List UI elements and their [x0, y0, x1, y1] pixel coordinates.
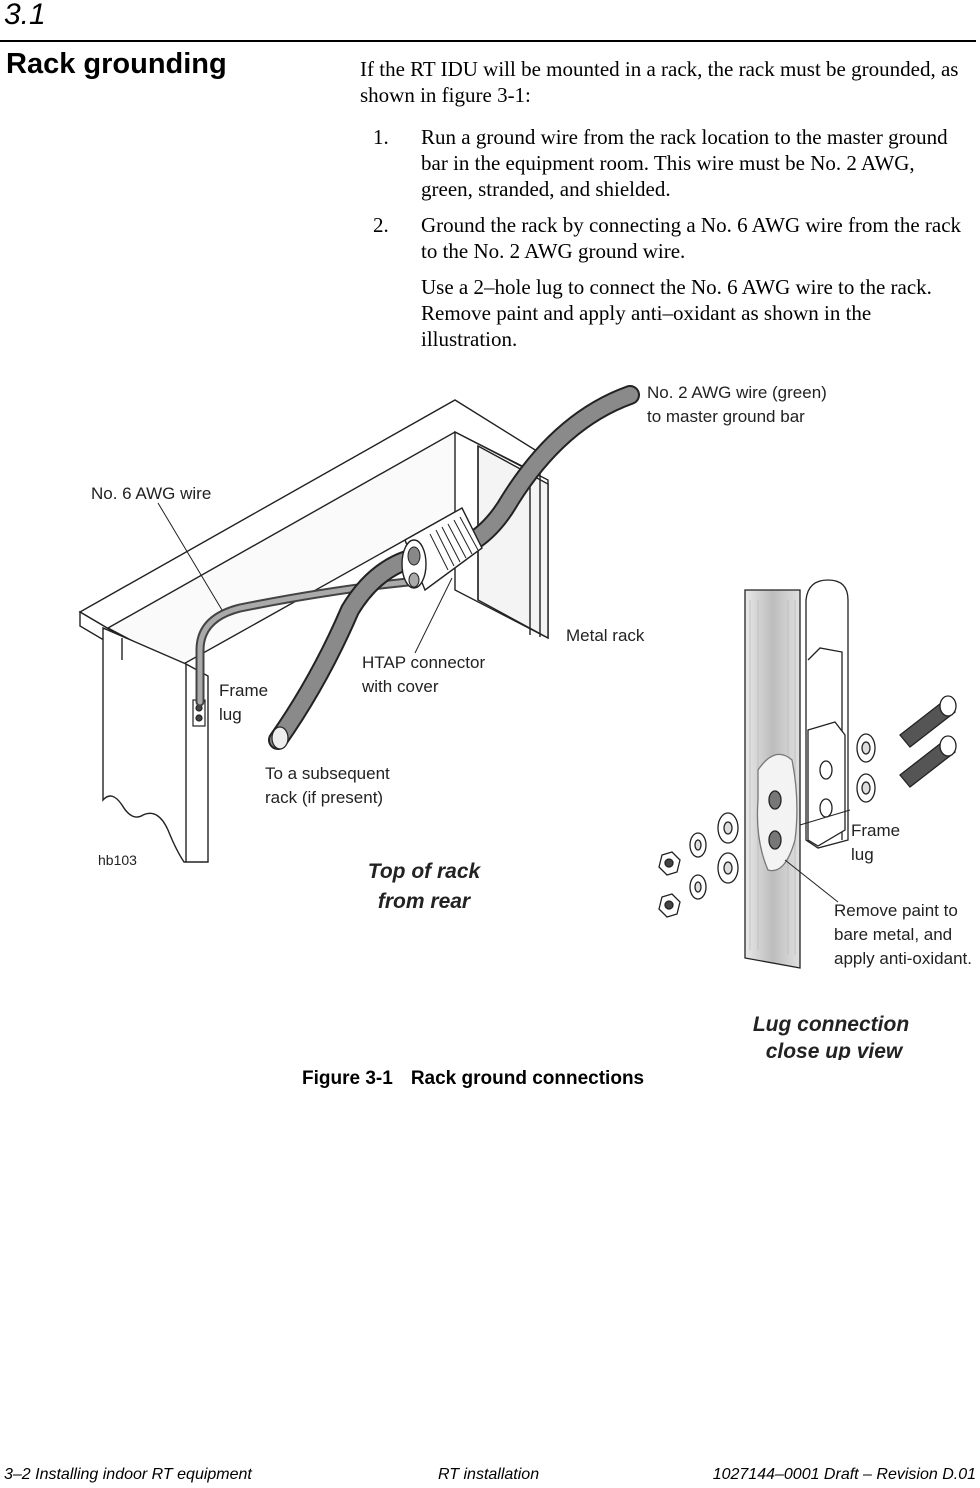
section-heading: Rack grounding — [6, 48, 227, 80]
label-metal-rack: Metal rack — [566, 626, 645, 645]
rack-ground-illustration: No. 2 AWG wire (green) to master ground … — [78, 383, 972, 1060]
closeup-drawing — [658, 579, 957, 969]
leader-lines — [157, 502, 453, 654]
label-subsequent-rack: To a subsequent — [265, 764, 390, 783]
step-text: Ground the rack by connecting a No. 6 AW… — [421, 213, 962, 263]
label-remove-paint: apply anti-oxidant. — [834, 949, 972, 968]
label-frame-lug: lug — [219, 705, 242, 724]
step-number: 2. — [373, 213, 389, 237]
figure-title: Rack ground connections — [410, 1068, 645, 1089]
section-number: 3.1 — [4, 0, 46, 31]
label-no6-wire: No. 6 AWG wire — [91, 484, 211, 503]
bolt — [899, 735, 957, 788]
label-top-of-rack: Top of rack — [368, 860, 482, 883]
label-top-of-rack: from rear — [378, 890, 472, 913]
figure-code: hb103 — [98, 852, 137, 868]
figure-caption: Figure 3-1 Rack ground connections — [302, 1068, 644, 1090]
label-closeup: close up view — [766, 1040, 904, 1060]
header-rule — [0, 40, 976, 42]
frame-lug-left — [192, 699, 206, 727]
label-htap: with cover — [361, 677, 439, 696]
label-no2-wire: No. 2 AWG wire (green) — [647, 383, 827, 402]
metal-rack-drawing — [78, 399, 550, 863]
label-remove-paint: Remove paint to — [834, 901, 958, 920]
step-note: Use a 2–hole lug to connect the No. 6 AW… — [421, 275, 932, 351]
label-subsequent-rack: rack (if present) — [265, 788, 383, 807]
label-htap: HTAP connector — [362, 653, 485, 672]
label-frame-lug: lug — [851, 845, 874, 864]
intro-paragraph: If the RT IDU will be mounted in a rack,… — [360, 57, 959, 107]
bolt — [899, 695, 957, 748]
step-text: Run a ground wire from the rack location… — [421, 125, 948, 201]
htap-connector — [401, 507, 483, 592]
label-closeup: Lug connection — [753, 1013, 909, 1036]
label-no2-wire: to master ground bar — [647, 407, 805, 426]
footer-section: RT installation — [438, 1466, 540, 1483]
label-remove-paint: bare metal, and — [834, 925, 952, 944]
label-frame-lug: Frame — [851, 821, 900, 840]
footer-chapter: 3–2 Installing indoor RT equipment — [4, 1466, 252, 1483]
step-number: 1. — [373, 125, 389, 149]
footer-doc-id: 1027144–0001 Draft – Revision D.01 — [712, 1466, 976, 1483]
figure-number: Figure 3-1 — [302, 1068, 393, 1089]
label-frame-lug: Frame — [219, 681, 268, 700]
